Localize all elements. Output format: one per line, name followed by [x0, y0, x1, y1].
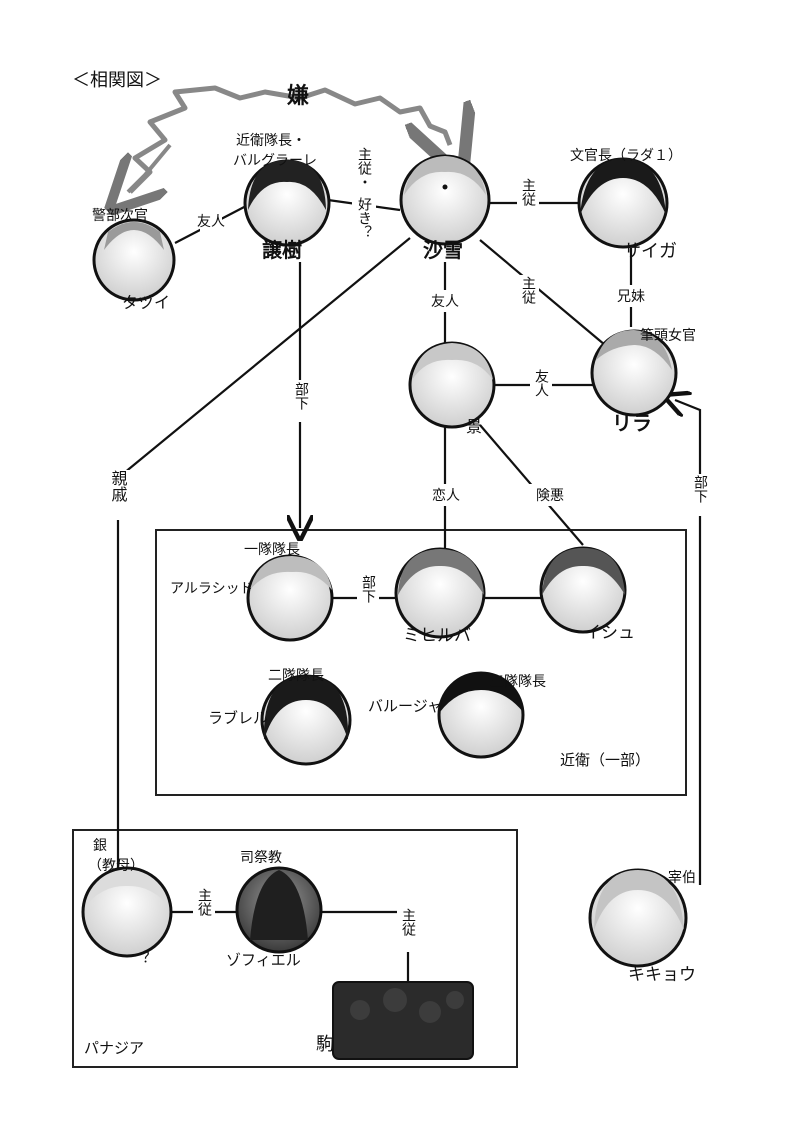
label-shuju-saiga: 主従 [520, 178, 536, 207]
portrait-tazui [92, 218, 176, 302]
edge-sasetsu-rira [479, 239, 606, 346]
label-kyodai: 兄妹 [617, 289, 645, 305]
label-shuju-rira: 主従 [520, 276, 536, 305]
arurashid-title: 一隊隊長 [244, 542, 300, 558]
tazui-name: タヅイ [122, 293, 170, 312]
raburel-name: ラブレル [208, 709, 268, 727]
label-yujin-kei: 友人 [431, 294, 459, 310]
label-kenaku: 険悪 [536, 488, 564, 504]
jouki-name: 譲樹 [262, 238, 302, 262]
konoe-group-box [155, 529, 687, 796]
koma-name: 駒 [316, 1034, 334, 1055]
kei-name: 景 [466, 417, 482, 436]
name-labels: 警部次官 タヅイ 近衛隊長・ バルグラーレ 譲樹 沙雪 文官長（ラダ１） サイガ… [88, 133, 696, 1055]
ishu-name: イシュ [584, 623, 635, 643]
kikyou-name: キキョウ [628, 965, 696, 985]
label-shuju-koma: 主従 [400, 908, 416, 937]
konoe-group-label: 近衛（一部） [560, 751, 650, 769]
label-shinseki: 親戚 [109, 470, 128, 503]
arurashid-name: アルラシッド [170, 581, 254, 597]
chart-title: ＜相関図＞ [72, 70, 162, 91]
label-yujin-1: 友人 [197, 214, 225, 230]
saiga-title: 文官長（ラダ１） [570, 148, 682, 164]
label-buka-arurashid: 部下 [360, 575, 376, 603]
portraits [81, 154, 688, 1060]
gin-title-2: （教母） [88, 858, 144, 874]
panagia-group-label: パナジア [84, 1039, 144, 1057]
tazui-title: 警部次官 [92, 208, 148, 224]
jouki-title-1: 近衛隊長・ [236, 133, 306, 149]
dislike-arrow: 嫌 [128, 83, 450, 192]
edge-sofiel-koma [322, 910, 410, 982]
sofiel-name: ゾフィエル [226, 951, 301, 969]
label-buka-kikyou: 部下 [692, 475, 708, 503]
rira-name: リラ [612, 411, 652, 435]
label-shuju-suki-b: 好き？ [356, 197, 372, 239]
portrait-koma [332, 981, 474, 1060]
baruja-title: 三隊隊長 [490, 674, 546, 690]
baruja-name: バルージャ [368, 697, 442, 715]
raburel-title: 二隊隊長 [268, 668, 324, 684]
sasetsu-name: 沙雪 [423, 238, 463, 262]
gin-name: ？ [142, 948, 157, 966]
label-shuju-gin: 主従 [196, 888, 212, 917]
label-koibito: 恋人 [432, 487, 460, 504]
label-yujin-rira: 友人 [533, 369, 549, 397]
rira-title: 筆頭女官 [640, 327, 696, 344]
label-buka-jouki: 部下 [293, 382, 309, 410]
relation-labels: 友人 主従・ 好き？ 主従 主従 友人 兄妹 友人 部下 恋人 険悪 親戚 部下… [106, 147, 711, 952]
mihiruba-name: ミヒルバ [403, 626, 471, 646]
portrait-arurashid [246, 554, 334, 642]
panagia-group-box [72, 829, 518, 1068]
gin-title-1: 銀 [93, 838, 107, 854]
edge-kikyou-rira [675, 400, 702, 885]
saiga-name: サイガ [623, 241, 677, 262]
kikyou-title: 宰伯 [668, 870, 696, 886]
label-shuju-suki-a: 主従・ [356, 147, 372, 189]
dislike-label: 嫌 [287, 83, 309, 109]
jouki-title-2: バルグラーレ [233, 153, 317, 169]
sofiel-title: 司祭教 [240, 850, 282, 866]
